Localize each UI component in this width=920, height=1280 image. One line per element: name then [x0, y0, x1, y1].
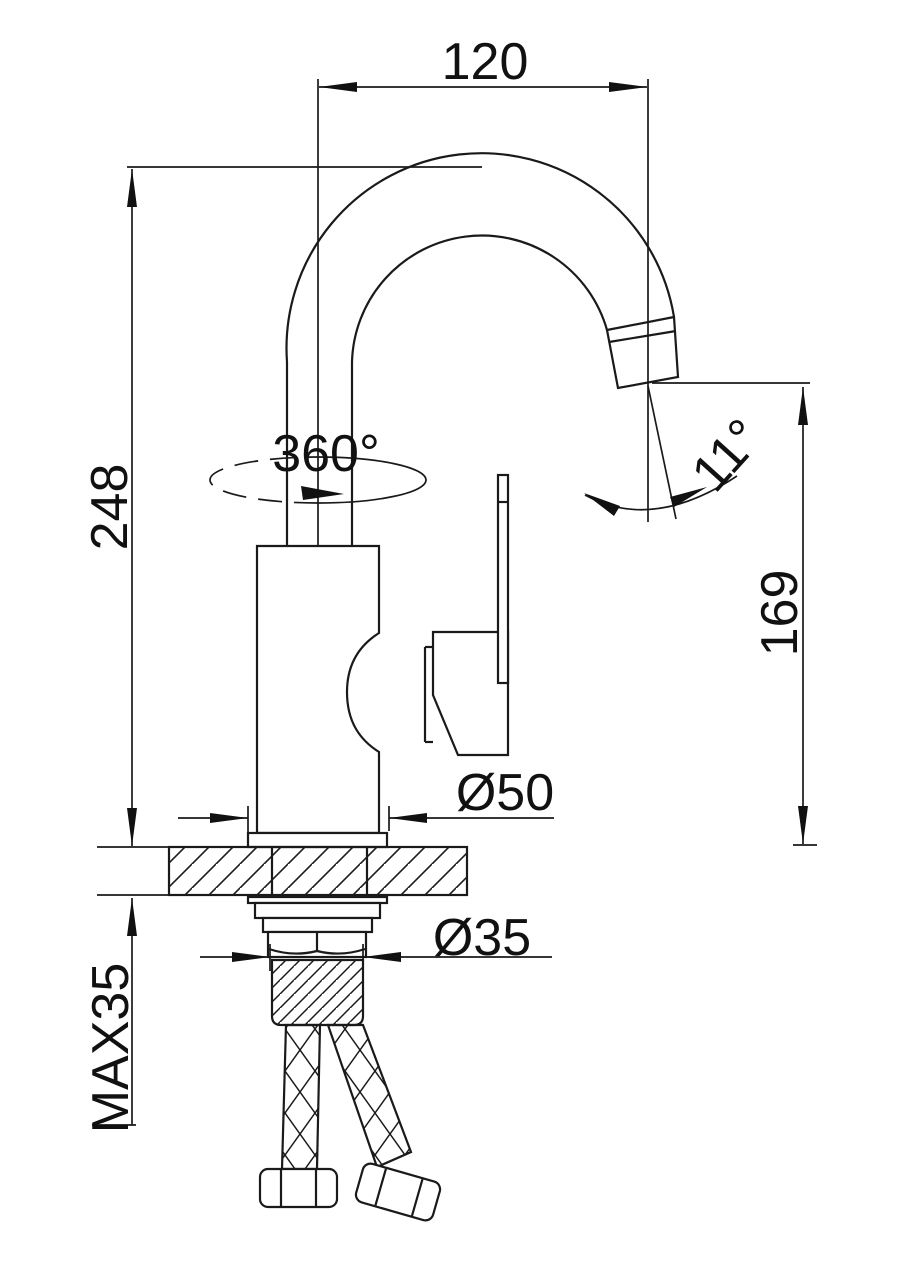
- arrow-248-bottom: [127, 808, 137, 846]
- arrow-50-right: [389, 813, 427, 823]
- dim-shank-diameter: Ø35: [200, 909, 552, 971]
- dim-text-d35: Ø35: [433, 909, 531, 967]
- dim-text-169: 169: [751, 570, 809, 657]
- handle-lever: [496, 473, 510, 685]
- dim-text-11deg: 11°: [681, 408, 774, 502]
- dim-text-360: 360°: [272, 425, 380, 483]
- supply-hoses: [258, 1023, 442, 1222]
- hose-fitting-left: [258, 1167, 339, 1209]
- spout-inner-arc: [350, 234, 609, 363]
- washer-2: [253, 901, 382, 920]
- arrow-248-top: [127, 169, 137, 207]
- hose-fitting-right: [354, 1162, 442, 1222]
- nut-chamfer-left: [268, 947, 318, 955]
- arrow-35-right: [363, 952, 401, 962]
- countertop-slab: [167, 845, 469, 897]
- handle-connector: [423, 645, 433, 744]
- fitting-right-facet-2: [410, 1178, 424, 1217]
- dim-text-d50: Ø50: [456, 764, 554, 822]
- swivel-ellipse-dashed: [209, 456, 319, 504]
- dim-max-thickness: MAX35: [82, 846, 169, 1134]
- dim-text-120: 120: [442, 33, 529, 91]
- arrow-169-bottom: [798, 806, 808, 844]
- arrow-50-left: [210, 813, 248, 823]
- fitting-left-outline: [258, 1167, 339, 1209]
- spout-gooseneck: [285, 152, 680, 546]
- washer-3: [261, 916, 374, 934]
- dim-swivel: 360°: [209, 425, 427, 504]
- lever-blade: [496, 473, 510, 685]
- threaded-shank: [270, 958, 365, 1027]
- spout-outer-arc: [285, 152, 676, 363]
- handle-body: [431, 630, 510, 757]
- supply-hose-left: [280, 1023, 322, 1171]
- fitting-right-facet-1: [374, 1168, 387, 1206]
- dim-outlet-angle: 11°: [584, 385, 774, 520]
- arrow-35-left: [232, 952, 270, 962]
- arrow-angle-right: [670, 487, 707, 507]
- base-plate: [246, 831, 389, 849]
- arrow-angle-left: [584, 493, 620, 516]
- supply-hose-right: [326, 1023, 413, 1169]
- countertop: [167, 845, 469, 897]
- dim-spout-reach: 120: [317, 33, 649, 546]
- arrow-swivel: [301, 486, 344, 500]
- dim-outlet-height: 169: [652, 382, 817, 846]
- aerator-joint-line: [608, 329, 677, 344]
- dim-overall-height: 248: [81, 166, 482, 846]
- dim-text-248: 248: [81, 464, 139, 551]
- dim-base-diameter: Ø50: [178, 764, 554, 833]
- arrow-120-left: [319, 82, 357, 92]
- nut-chamfer-right: [316, 947, 366, 955]
- fitting-right-outline: [354, 1162, 442, 1222]
- arrow-120-right: [609, 82, 647, 92]
- dim-text-max35: MAX35: [82, 963, 140, 1134]
- spout-aerator: [605, 315, 680, 390]
- arrow-max35-top: [127, 898, 137, 936]
- swivel-ellipse-solid: [317, 456, 427, 504]
- faucet-body: [255, 544, 381, 835]
- mounting-hardware: [246, 895, 389, 1027]
- arrow-169-top: [798, 387, 808, 425]
